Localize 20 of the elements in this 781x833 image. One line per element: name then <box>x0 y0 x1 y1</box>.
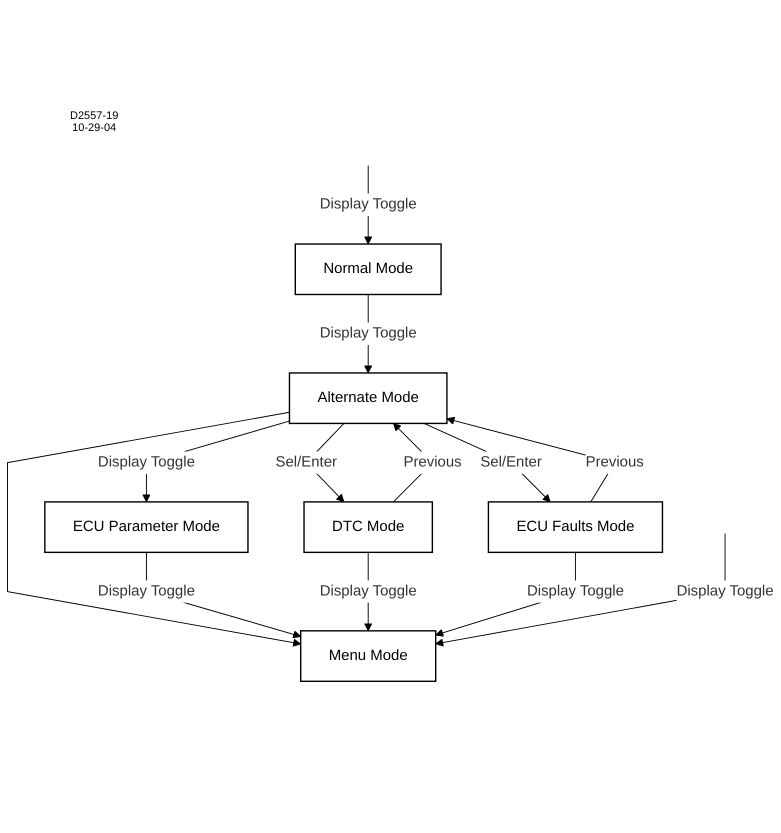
node-box: Menu Mode <box>300 630 436 682</box>
edge-label: Display Toggle <box>320 582 417 599</box>
drawing-number: 10-29-04 <box>71 122 118 134</box>
edge-label: Display Toggle <box>526 582 624 599</box>
arrow <box>424 422 551 502</box>
node-box: DTC Mode <box>303 500 434 553</box>
drawing-number: D2557-19 <box>70 110 118 122</box>
edge-label: Display Toggle <box>98 582 195 599</box>
node-box: ECU Parameter Mode <box>44 500 249 553</box>
edge-label: Sel/Enter <box>276 454 337 470</box>
edge-label: Display Toggle <box>320 196 417 212</box>
edge-label: Previous <box>403 454 462 470</box>
edge-label: Sel/Enter <box>480 454 542 470</box>
edge-label: Display Toggle <box>676 582 774 599</box>
node-box: ECU Faults Mode <box>488 500 664 553</box>
node-box: Normal Mode <box>294 242 442 295</box>
edge-label: Display Toggle <box>320 324 417 341</box>
node-box: Alternate Mode <box>288 372 448 424</box>
edge-label: Previous <box>586 454 644 470</box>
edge-label: Display Toggle <box>98 454 195 470</box>
